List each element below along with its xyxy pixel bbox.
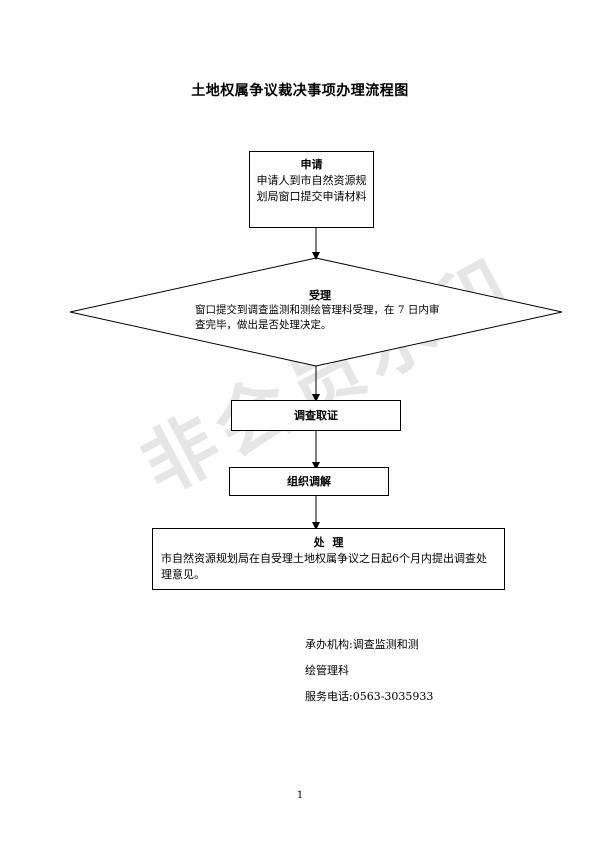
- apply-step: 申请 申请人到市自然资源规划局窗口提交申请材料: [249, 151, 374, 228]
- mediate-step: 组织调解: [229, 467, 389, 496]
- handle-step: 处 理 市自然资源规划局在自受理土地权属争议之日起6个月内提出调查处理意见。: [152, 528, 505, 590]
- service-phone: 服务电话:0563-3035933: [305, 690, 434, 703]
- org-line-1: 承办机构:调查监测和测: [305, 638, 419, 651]
- contact-info: 承办机构:调查监测和测 绘管理科 服务电话:0563-3035933: [305, 632, 433, 710]
- handle-step-title: 处 理: [313, 536, 344, 549]
- apply-step-title: 申请: [300, 158, 323, 171]
- investigate-step-title: 调查取证: [294, 408, 338, 422]
- page-number: 1: [296, 790, 304, 801]
- apply-step-text: 申请人到市自然资源规划局窗口提交申请材料: [256, 174, 367, 203]
- accept-step: 受理 窗口提交到调查监测和测绘管理科受理，在 7 日内审查完毕，做出是否处理决定…: [195, 288, 445, 333]
- investigate-step: 调查取证: [231, 400, 401, 431]
- accept-step-text: 窗口提交到调查监测和测绘管理科受理，在 7 日内审查完毕，做出是否处理决定。: [195, 304, 440, 331]
- page-title: 土地权属争议裁决事项办理流程图: [191, 83, 409, 99]
- handle-step-text: 市自然资源规划局在自受理土地权属争议之日起6个月内提出调查处理意见。: [161, 552, 487, 581]
- mediate-step-title: 组织调解: [287, 474, 331, 488]
- org-line-2: 绘管理科: [305, 664, 349, 677]
- accept-step-title: 受理: [309, 289, 331, 302]
